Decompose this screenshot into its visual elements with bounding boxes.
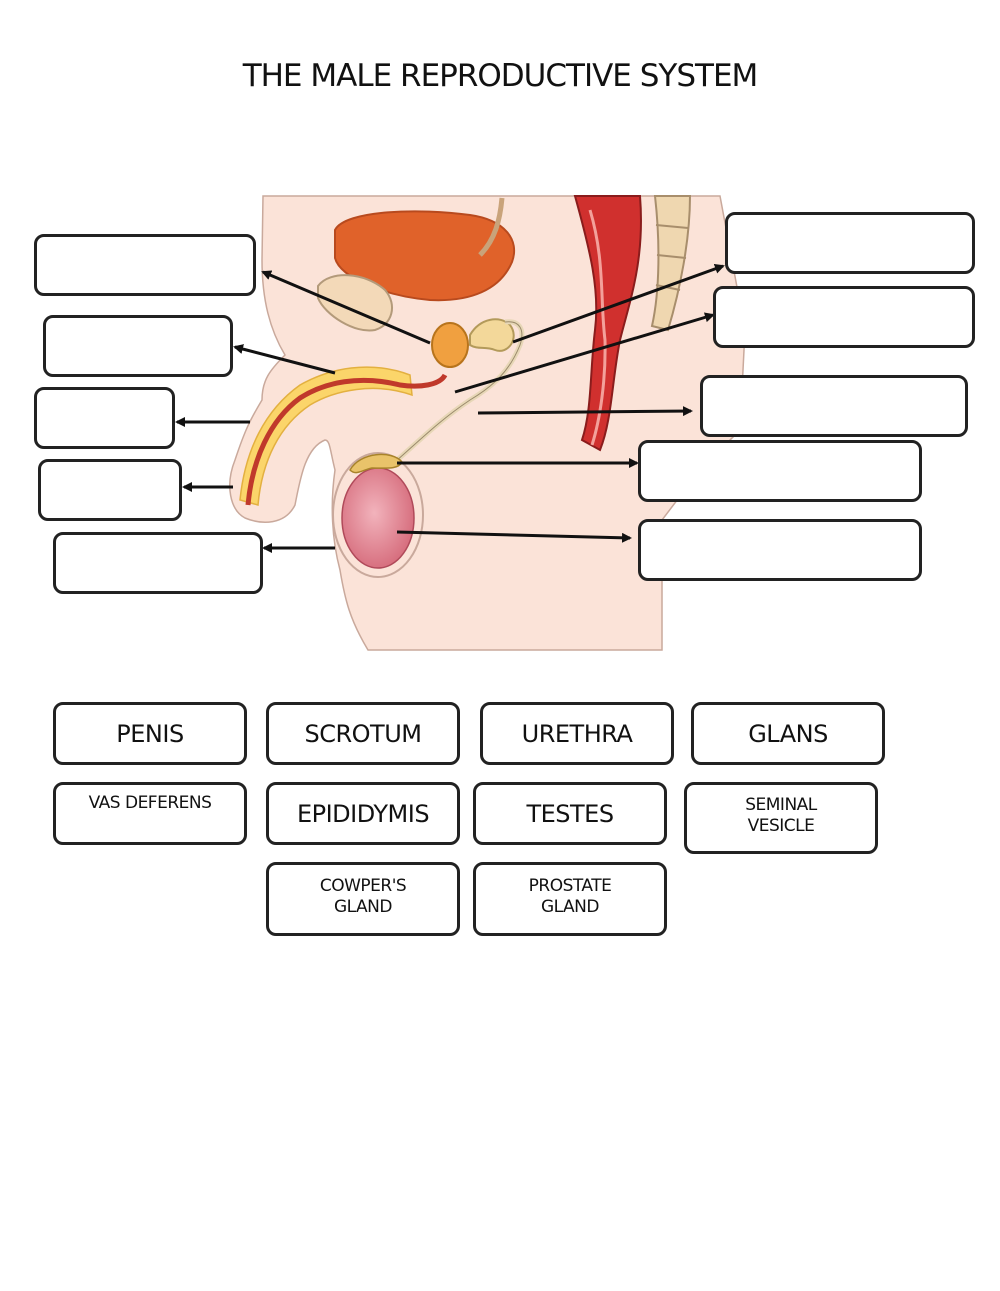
word-card-penis[interactable]: PENIS xyxy=(53,702,247,765)
word-card-seminal-vesicle[interactable]: SEMINAL VESICLE xyxy=(684,782,878,854)
arrow-1 xyxy=(261,270,431,345)
arrow-6 xyxy=(512,264,725,344)
rectum-lining xyxy=(588,209,607,446)
word-card-epididymis[interactable]: EPIDIDYMIS xyxy=(266,782,460,845)
arrow-8 xyxy=(477,406,693,417)
arrow-7 xyxy=(454,312,715,394)
testis-shape xyxy=(341,467,415,569)
word-card-scrotum[interactable]: SCROTUM xyxy=(266,702,460,765)
word-card-vas-deferens[interactable]: VAS DEFERENS xyxy=(53,782,247,845)
word-card-cowpers-gland[interactable]: COWPER'S GLAND xyxy=(266,862,460,936)
seminal-vesicle-shape xyxy=(469,318,515,352)
spine-segment xyxy=(655,224,689,229)
answer-blank[interactable] xyxy=(53,532,263,594)
word-card-prostate-gland[interactable]: PROSTATE GLAND xyxy=(473,862,667,936)
answer-blank[interactable] xyxy=(638,440,922,502)
answer-blank[interactable] xyxy=(34,234,256,296)
answer-blank[interactable] xyxy=(38,459,182,521)
page-title: THE MALE REPRODUCTIVE SYSTEM xyxy=(242,58,759,94)
pubic-bone-shape xyxy=(317,274,394,332)
answer-blank[interactable] xyxy=(725,212,975,274)
answer-blank[interactable] xyxy=(638,519,922,581)
prostate-shape xyxy=(431,322,469,368)
ureter-shape xyxy=(478,197,505,257)
arrow-2 xyxy=(233,344,336,375)
epididymis-shape xyxy=(349,453,403,474)
spine-segment xyxy=(655,284,681,291)
anatomy-diagram xyxy=(175,195,746,651)
arrow-10 xyxy=(396,530,632,543)
word-card-testes[interactable]: TESTES xyxy=(473,782,667,845)
rectum-shape xyxy=(573,195,642,452)
answer-blank[interactable] xyxy=(34,387,175,449)
spine-shape xyxy=(650,195,692,332)
answer-blank[interactable] xyxy=(700,375,968,437)
urethra-shape xyxy=(245,373,448,506)
spine-segment xyxy=(656,254,687,259)
word-card-glans[interactable]: GLANS xyxy=(691,702,885,765)
answer-blank[interactable] xyxy=(713,286,975,348)
vas-deferens-outline xyxy=(394,321,523,463)
word-card-urethra[interactable]: URETHRA xyxy=(480,702,674,765)
answer-blank[interactable] xyxy=(43,315,233,377)
